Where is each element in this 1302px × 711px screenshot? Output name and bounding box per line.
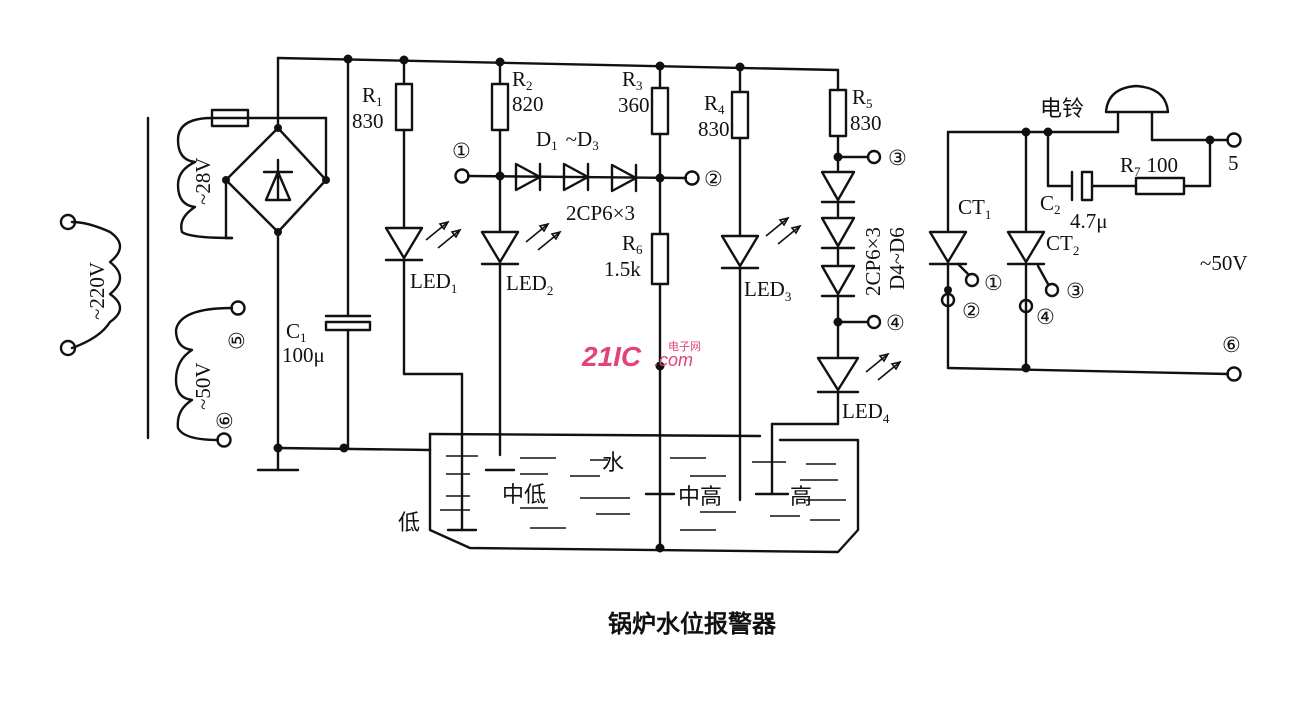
sec2-voltage-label: ~50V xyxy=(191,362,215,410)
terminal-3: ③ xyxy=(888,146,907,170)
ct1-cathode-terminal: ② xyxy=(962,299,981,323)
branch-r5-led4 xyxy=(754,68,902,496)
watermark-brand: 21IC xyxy=(581,341,642,372)
level-mid-low: 中低 xyxy=(502,482,546,507)
led4-label: LED4 xyxy=(842,399,890,426)
bell-terminal-5: 5 xyxy=(1228,151,1239,175)
r2-value: 820 xyxy=(512,92,544,116)
watermark: 21IC .com 电子网 xyxy=(581,340,701,372)
r5-label: R5 xyxy=(852,85,873,111)
r4-label: R4 xyxy=(704,91,725,117)
branch-r4-led3 xyxy=(720,65,802,502)
terminal-4: ④ xyxy=(886,311,905,335)
r2-label: R2 xyxy=(512,67,533,93)
bell-label: 电铃 xyxy=(1040,96,1084,121)
c2-label: C2 xyxy=(1040,191,1061,217)
ct2-gate-terminal: ③ xyxy=(1066,279,1085,303)
fuse xyxy=(210,108,328,182)
transformer xyxy=(59,116,246,448)
bridge-rectifier xyxy=(222,124,330,240)
sec2-terminal-5: ⑤ xyxy=(225,331,249,350)
water-tank xyxy=(428,432,860,554)
watermark-sub: 电子网 xyxy=(668,340,701,353)
d1-d3-type: 2CP6×3 xyxy=(566,201,635,225)
capacitor-c1 xyxy=(324,57,372,450)
r6-value: 1.5k xyxy=(604,257,641,281)
primary-voltage-label: ~220V xyxy=(85,262,109,320)
level-low: 低 xyxy=(398,510,420,535)
watermark-domain: .com xyxy=(654,350,693,370)
dc-rails xyxy=(256,54,840,472)
ct2-cathode-terminal: ④ xyxy=(1036,305,1055,329)
sec2-terminal-6: ⑥ xyxy=(213,411,237,430)
bell-terminal-6: ⑥ xyxy=(1222,333,1241,357)
d4-d6-type: 2CP6×3 xyxy=(861,227,885,296)
led3-label: LED3 xyxy=(744,277,791,304)
c1-label: C1 xyxy=(286,319,307,345)
r3-label: R3 xyxy=(622,67,643,93)
bell-supply-label: ~50V xyxy=(1200,251,1248,275)
d1-d3-label: D1~D3 xyxy=(536,127,599,153)
c2-value: 4.7μ xyxy=(1070,209,1108,233)
r4-value: 830 xyxy=(698,117,730,141)
diode-string-d1-d3 xyxy=(454,162,700,193)
d4-d6-range: D4~D6 xyxy=(885,227,909,290)
r1-value: 830 xyxy=(352,109,384,133)
terminal-1: ① xyxy=(452,139,471,163)
r1-label: R1 xyxy=(362,83,383,109)
figure-caption: 锅炉水位报警器 xyxy=(608,610,777,638)
branch-r2-led2 xyxy=(480,60,562,457)
ct2-label: CT2 xyxy=(1046,231,1079,258)
ct1-gate-terminal: ① xyxy=(984,271,1003,295)
r3-value: 360 xyxy=(618,93,650,117)
level-high: 高 xyxy=(790,484,812,509)
bell-circuit xyxy=(928,84,1242,382)
branch-r3-r6 xyxy=(650,64,670,553)
r6-label: R6 xyxy=(622,231,643,257)
water-label: 水 xyxy=(602,450,624,475)
ct1-label: CT1 xyxy=(958,195,991,222)
level-mid-high: 中高 xyxy=(678,484,722,509)
terminal-2: ② xyxy=(704,167,723,191)
c1-value: 100μ xyxy=(282,343,325,367)
led2-label: LED2 xyxy=(506,271,553,298)
led1-label: LED1 xyxy=(410,269,457,296)
sec1-voltage-label: ~28V xyxy=(191,157,215,205)
branch-r1-led1 xyxy=(384,58,464,532)
r5-value: 830 xyxy=(850,111,882,135)
